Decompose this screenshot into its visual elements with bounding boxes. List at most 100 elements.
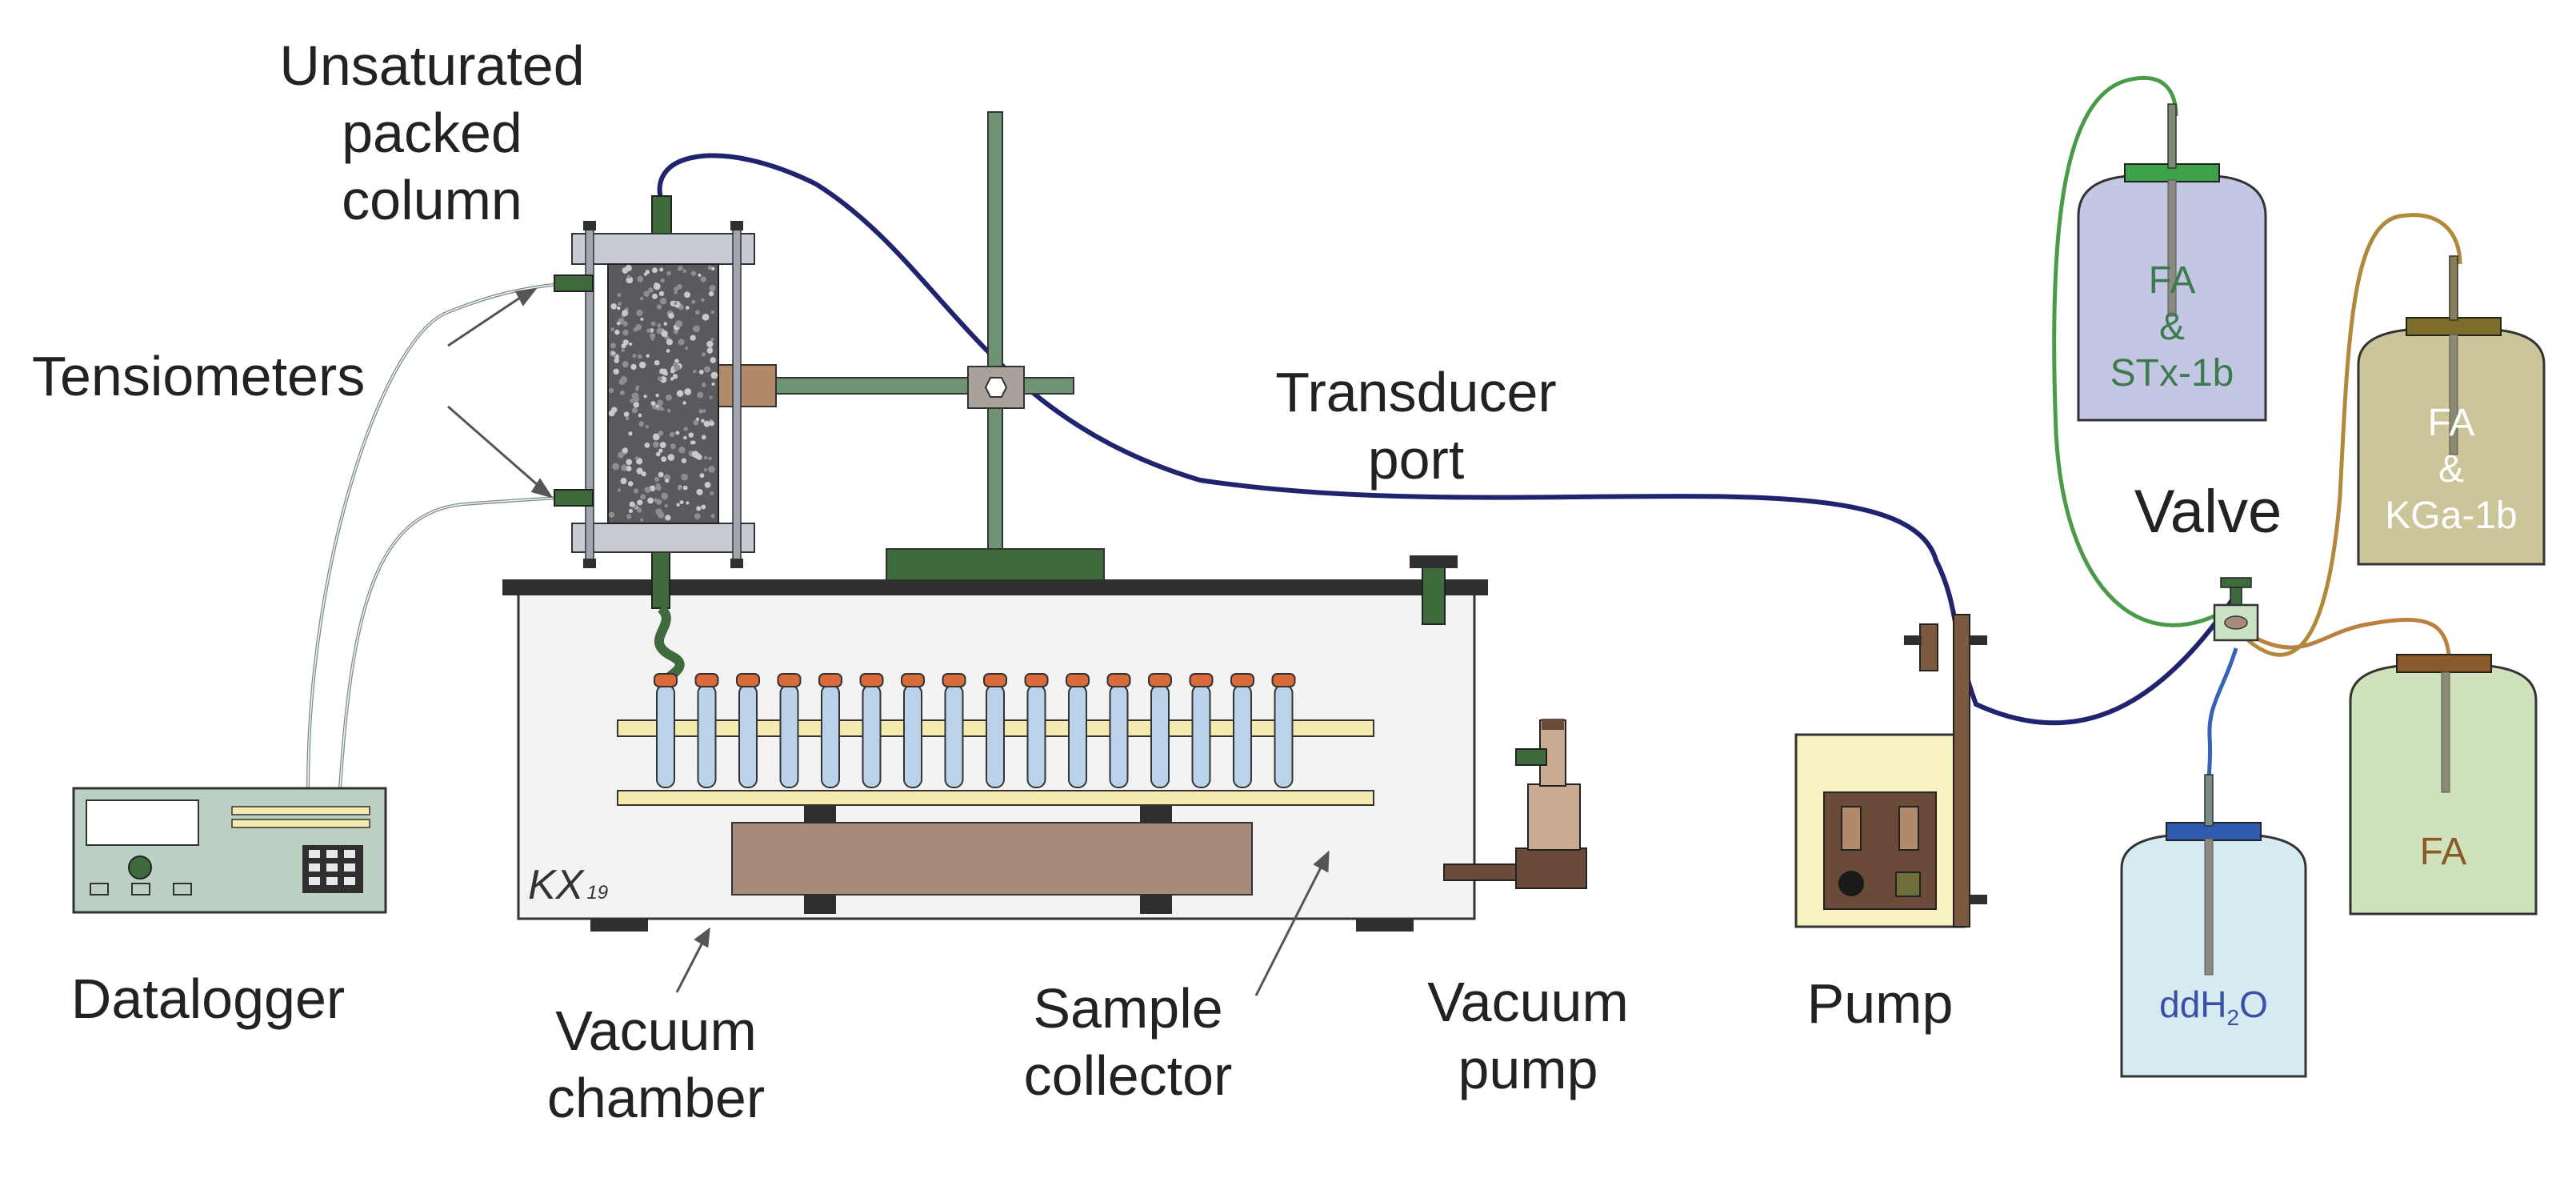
packing-grain <box>636 467 643 475</box>
packing-grain <box>710 310 715 315</box>
packing-grain <box>690 335 696 341</box>
packing-grain <box>660 278 665 283</box>
packing-grain <box>629 343 633 347</box>
packing-grain <box>690 270 697 276</box>
packing-grain <box>682 401 686 405</box>
transducer-line <box>657 153 2234 726</box>
packing-grain <box>648 287 654 293</box>
packing-grain <box>640 518 644 522</box>
packing-grain <box>675 320 682 328</box>
packing-grain <box>650 333 656 339</box>
collection-tube-cap <box>983 673 1007 687</box>
packing-grain <box>685 347 689 351</box>
packing-grain <box>645 424 650 429</box>
packing-grain <box>659 267 664 272</box>
packing-grain <box>696 506 702 511</box>
packing-grain <box>694 513 701 519</box>
stand-base <box>886 548 1105 585</box>
packing-grain <box>638 413 642 418</box>
packing-grain <box>710 357 717 363</box>
packing-grain <box>688 432 694 438</box>
packing-grain <box>677 283 682 290</box>
packing-grain <box>670 377 674 381</box>
bottle-label-ddh2o: ddH2O <box>2122 981 2306 1041</box>
collection-tube-cap <box>736 673 760 687</box>
packing-grain <box>616 321 621 326</box>
packing-grain <box>617 488 622 492</box>
packing-grain <box>654 359 660 366</box>
packing-grain <box>675 431 680 435</box>
boss-nut <box>984 377 1008 398</box>
packing-grain <box>666 339 674 346</box>
collection-tube-cap <box>942 673 966 687</box>
packing-grain <box>709 395 713 399</box>
packing-grain <box>667 408 671 413</box>
packing-grain <box>695 310 700 315</box>
bottle-ddh2o-cap <box>2166 822 2262 841</box>
packing-grain <box>674 364 681 371</box>
packing-grain <box>643 395 647 399</box>
packing-grain <box>658 376 662 382</box>
packing-grain <box>651 267 658 274</box>
packing-grain <box>696 488 703 495</box>
packing-grain <box>644 442 650 448</box>
packing-grain <box>638 361 646 369</box>
keypad-key <box>344 850 355 858</box>
packing-grain <box>699 473 705 479</box>
kga-line <box>2246 213 2462 657</box>
packing-grains <box>608 264 718 522</box>
packing-grain <box>633 488 639 494</box>
collection-tube <box>821 684 840 788</box>
packing-grain <box>665 478 670 483</box>
collection-tube-cap <box>1106 673 1131 687</box>
packing-grain <box>657 399 663 406</box>
packing-grain <box>670 431 675 438</box>
collection-tube <box>1026 684 1046 788</box>
packing-grain <box>666 394 672 401</box>
packing-grain <box>674 290 678 294</box>
packing-grain <box>640 317 644 321</box>
packing-grain <box>657 323 662 328</box>
packing-grain <box>681 458 687 463</box>
packing-grain <box>637 507 642 513</box>
packing-grain <box>674 359 679 363</box>
bottle-fa-kga <box>2357 255 2546 566</box>
packing-grain <box>613 368 619 375</box>
packing-grain <box>628 431 633 436</box>
packing-grain <box>678 446 686 454</box>
packing-grain <box>692 440 696 445</box>
packing-grain <box>640 494 646 500</box>
packing-grain <box>695 417 700 421</box>
packing-grain <box>611 351 615 355</box>
packing-grain <box>698 273 702 277</box>
packing-grain <box>628 508 634 514</box>
datalogger-keypad <box>302 845 363 893</box>
label-tensiometers: Tensiometers <box>32 345 366 407</box>
packing-grain <box>655 483 661 489</box>
packing-grain <box>632 354 637 359</box>
collection-tube <box>986 684 1005 788</box>
packing-grain <box>701 298 705 303</box>
signature-number: 19 <box>586 882 609 904</box>
collector-rack-bottom <box>617 790 1374 806</box>
fa-line <box>2250 617 2452 665</box>
packing-grain <box>683 435 687 440</box>
keypad-key <box>344 877 355 885</box>
packing-grain <box>668 312 674 319</box>
packing-grain <box>672 374 678 379</box>
packing-grain <box>682 269 686 273</box>
collection-tube-cap <box>1148 673 1172 687</box>
packing-grain <box>710 491 714 495</box>
collection-tube-cap <box>654 673 678 687</box>
packing-grain <box>629 501 635 507</box>
packing-grain <box>684 388 692 395</box>
packing-grain <box>665 515 671 521</box>
packing-grain <box>639 296 644 301</box>
packing-grain <box>633 327 638 332</box>
packing-grain <box>630 363 637 371</box>
packing-grain <box>659 442 666 449</box>
collection-tube-cap <box>1066 673 1090 687</box>
packing-grain <box>674 301 678 306</box>
packing-grain <box>619 390 625 395</box>
packing-grain <box>647 497 654 504</box>
